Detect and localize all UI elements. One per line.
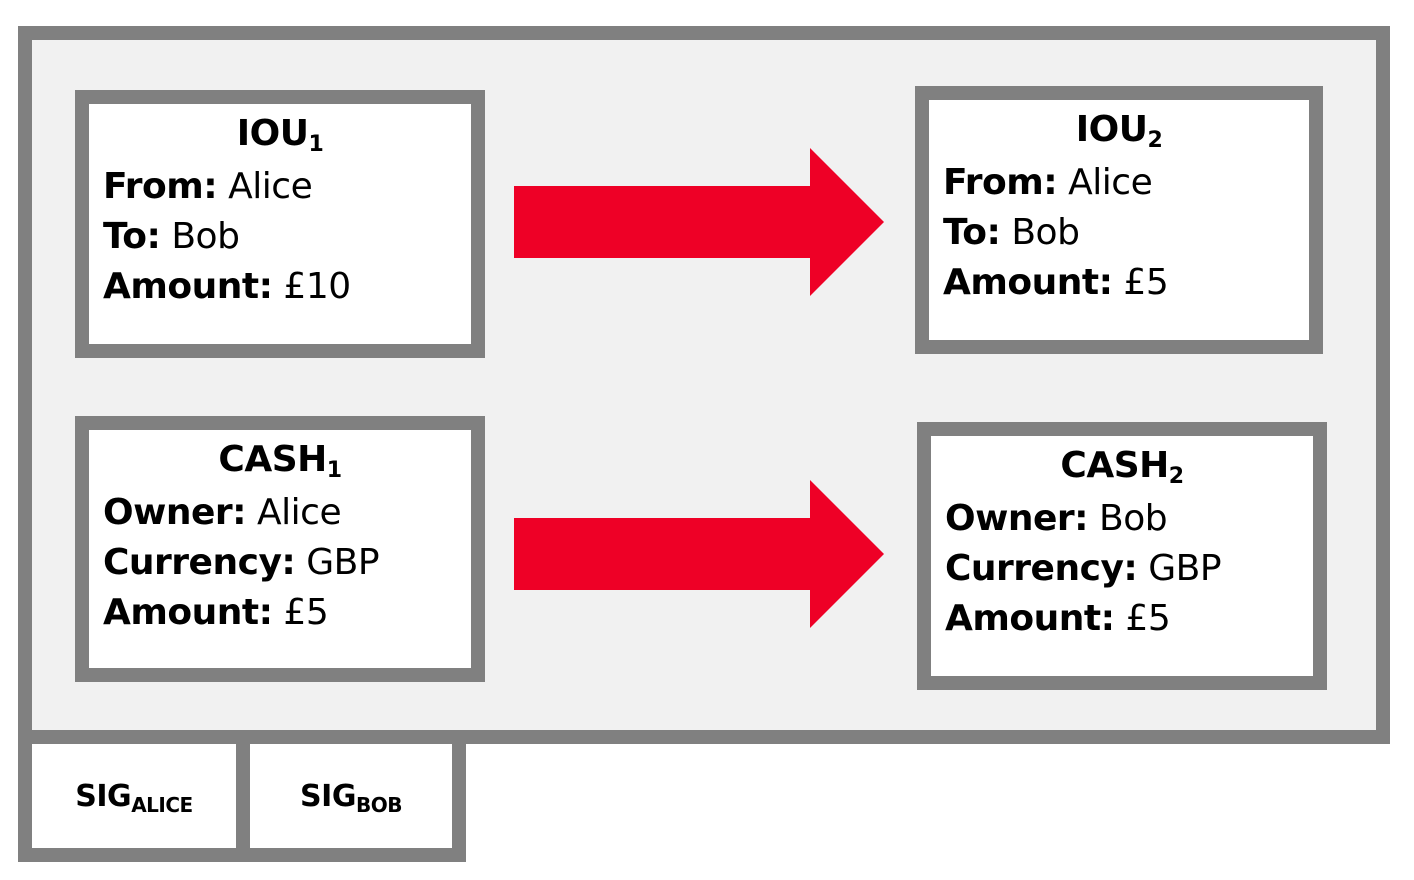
input-cash-state: CASH1 Owner: Alice Currency: GBP Amount:… (75, 416, 485, 682)
signature-alice-label: SIGALICE (75, 778, 193, 817)
input-iou-amount: Amount: £10 (103, 266, 351, 307)
output-iou-to: To: Bob (943, 212, 1080, 253)
input-cash-amount: Amount: £5 (103, 592, 329, 633)
output-iou-from: From: Alice (943, 162, 1153, 203)
signature-bob: SIGBOB (236, 730, 466, 862)
output-cash-title: CASH2 (1060, 445, 1184, 489)
input-iou-to: To: Bob (103, 216, 240, 257)
output-cash-owner: Owner: Bob (945, 498, 1168, 539)
input-iou-from: From: Alice (103, 166, 313, 207)
output-iou-amount: Amount: £5 (943, 262, 1169, 303)
output-iou-state: IOU2 From: Alice To: Bob Amount: £5 (915, 86, 1323, 354)
cash-arrow-icon (514, 480, 884, 628)
output-cash-amount: Amount: £5 (945, 598, 1171, 639)
input-iou-title: IOU1 (236, 113, 324, 157)
input-cash-title: CASH1 (218, 439, 342, 483)
signature-bob-label: SIGBOB (300, 778, 402, 817)
input-cash-currency: Currency: GBP (103, 542, 380, 583)
input-cash-owner: Owner: Alice (103, 492, 342, 533)
signature-alice: SIGALICE (18, 730, 250, 862)
input-iou-state: IOU1 From: Alice To: Bob Amount: £10 (75, 90, 485, 358)
output-cash-state: CASH2 Owner: Bob Currency: GBP Amount: £… (917, 422, 1327, 690)
output-cash-currency: Currency: GBP (945, 548, 1222, 589)
iou-arrow-icon (514, 148, 884, 296)
output-iou-title: IOU2 (1075, 109, 1163, 153)
